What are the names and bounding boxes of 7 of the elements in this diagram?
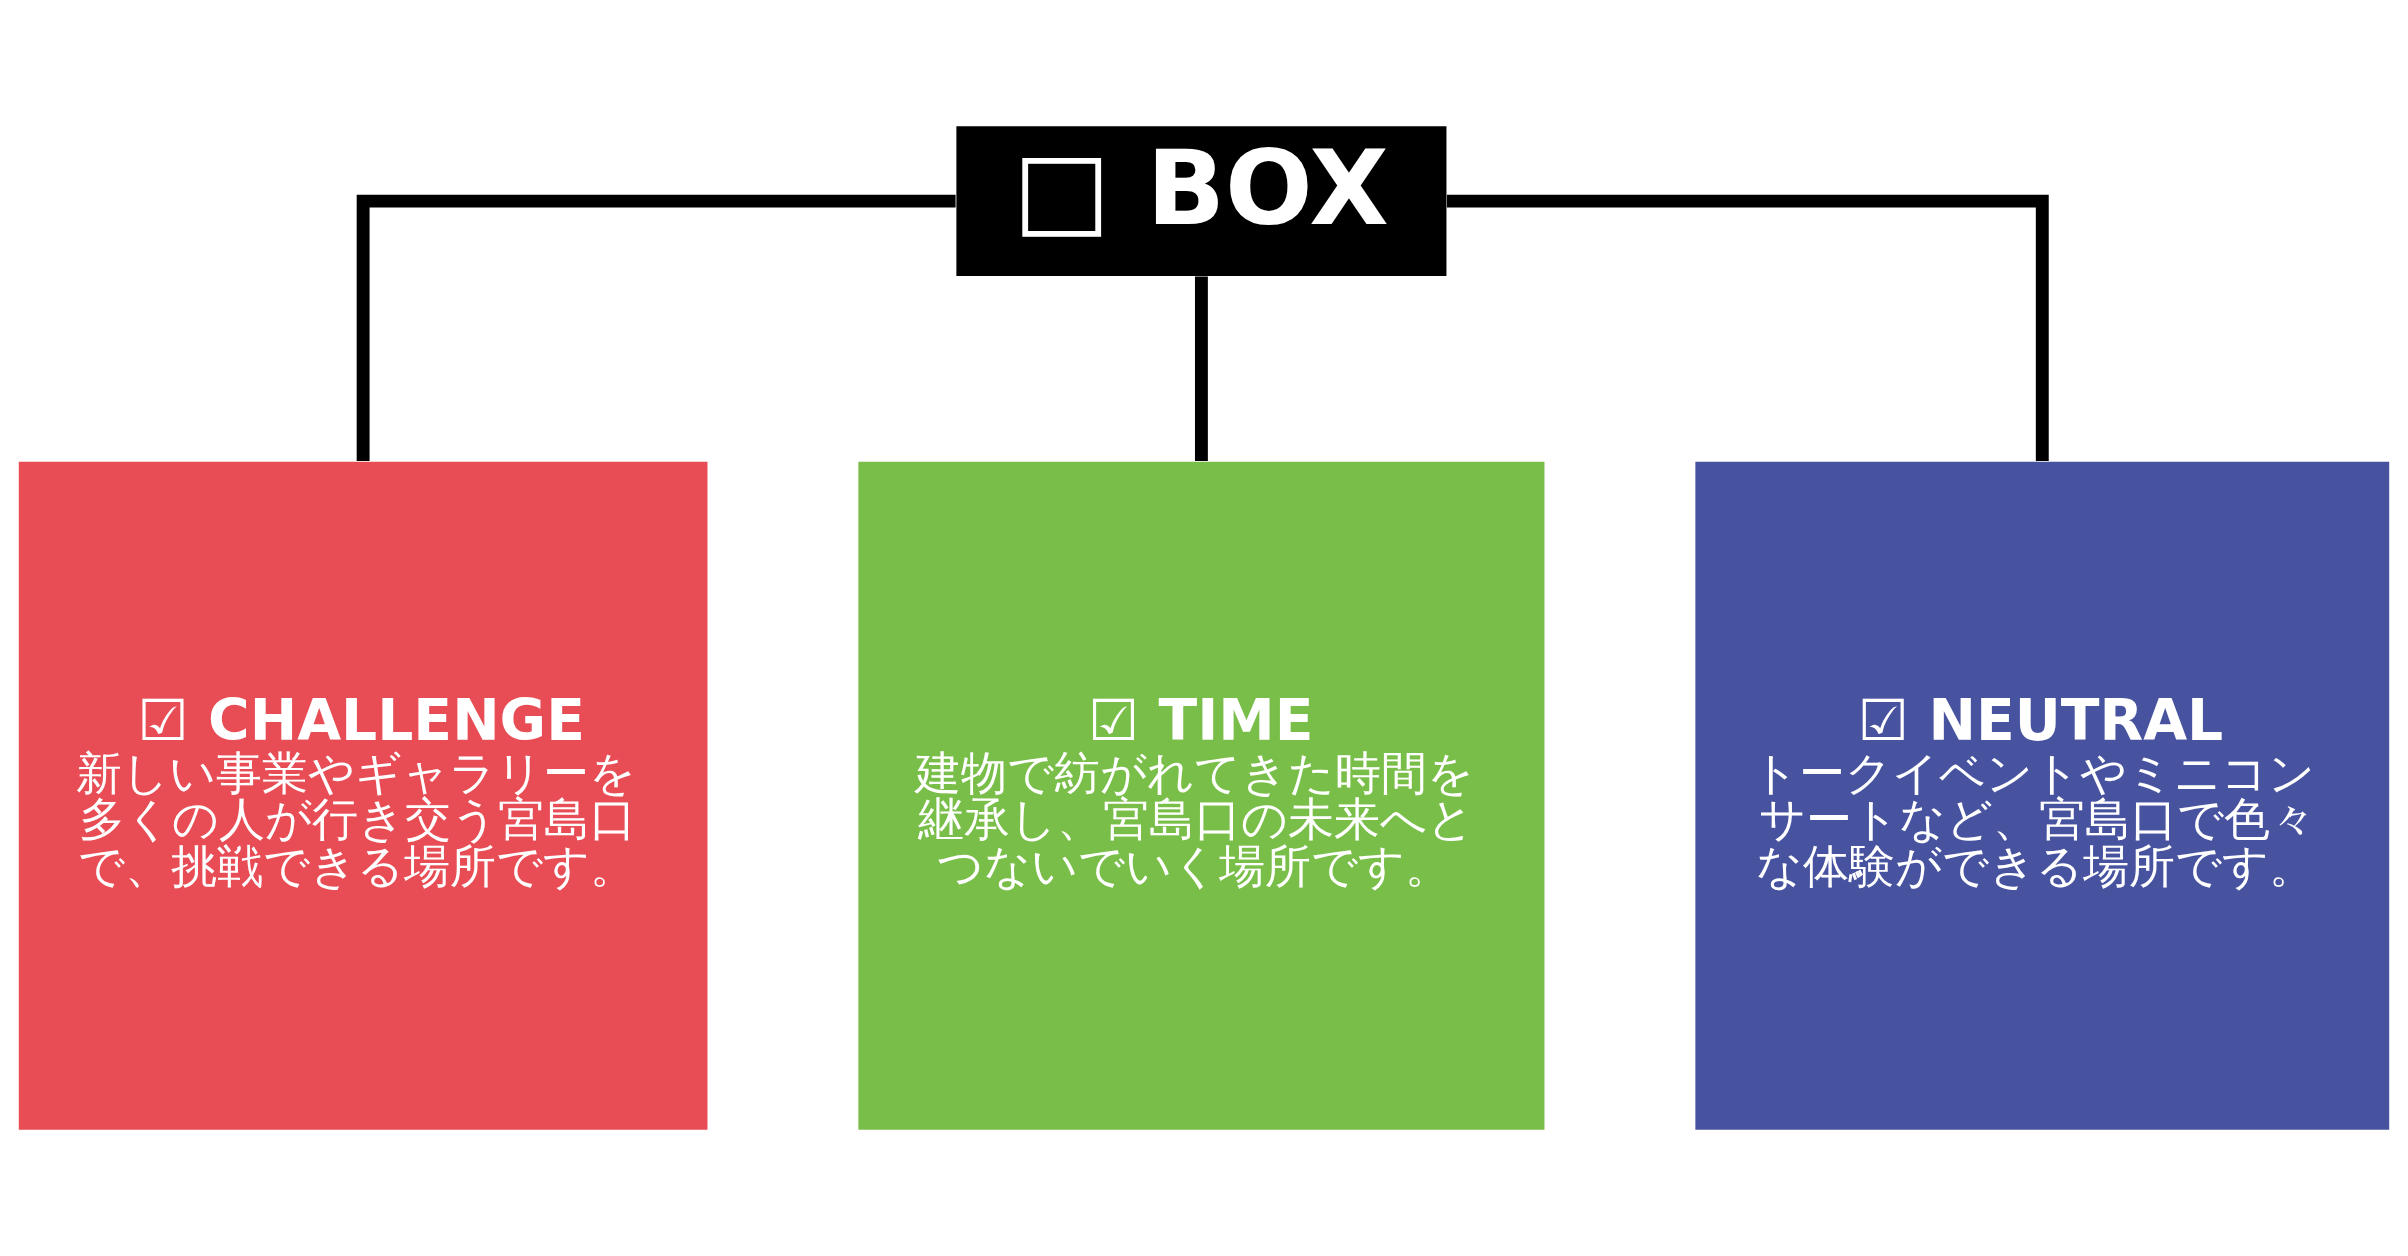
connector: [356, 194, 956, 462]
node-box: ☑ CHALLENGE 新しい事業やギャラリーを多くの人が行き交う宮島口で、挑戦できる場所です。: [18, 461, 708, 1130]
node-box: ☑ TIME 建物で紡がれてきた時間を継承し、宮島口の未来へとつないでいく場所です。: [858, 461, 1545, 1130]
connector: [1194, 276, 1208, 461]
node-box: □ BOX: [956, 126, 1447, 276]
connector: [1446, 194, 2049, 462]
node-box: ☑ NEUTRAL トークイベントやミニコンサートなど、宮島口で色々な体験ができる場所です。: [1695, 461, 2390, 1130]
